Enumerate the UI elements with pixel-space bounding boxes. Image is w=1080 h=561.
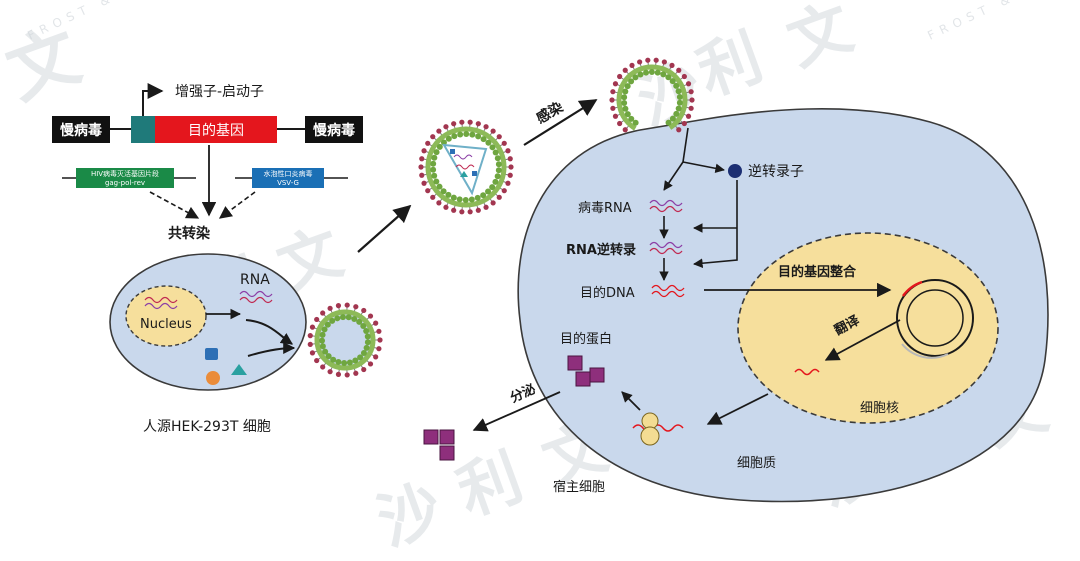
vector-construct: 增强子-启动子 慢病毒 目的基因 慢病毒 HIV病毒灭活基因片段 gag-pol…: [52, 83, 363, 242]
mrna: [794, 368, 820, 376]
reverse-transcriptase-label: 逆转录子: [748, 164, 804, 180]
target-gene-block: [155, 116, 277, 143]
enhancer-promoter-label: 增强子-启动子: [175, 84, 264, 100]
helper-gagpol-sub: gag-pol-rev: [105, 179, 145, 187]
target-dna-label: 目的DNA: [580, 285, 635, 301]
protein-circle: [206, 371, 220, 385]
viral-rna-label: 病毒RNA: [578, 201, 632, 216]
host-genome: [896, 279, 974, 357]
helper-gagpol-label: HIV病毒灭活基因片段: [91, 169, 159, 178]
ltr-right-block: [305, 116, 363, 143]
helper-vsvg-block: [252, 168, 324, 188]
host-cell-label: 宿主细胞: [553, 479, 605, 495]
rna-rt-label: RNA逆转录: [566, 242, 636, 258]
producer-rna-label: RNA: [240, 272, 270, 288]
protein-square: [205, 348, 218, 360]
helper-vsvg-label: 水泡性口炎病毒: [264, 169, 313, 178]
helper-vsvg-sub: VSV-G: [277, 179, 299, 187]
integration-label: 目的基因整合: [778, 264, 857, 280]
producer-nucleus-label: Nucleus: [140, 317, 192, 332]
producer-cell-caption: 人源HEK-293T 细胞: [143, 419, 271, 435]
promoter-arrow: [142, 83, 164, 117]
infect-label: 感染: [533, 98, 567, 127]
host-cell: 逆转录子 病毒RNA RNA逆转录 目的DNA 目的基因整合 翻译 细胞核: [472, 108, 1049, 503]
cytoplasm-label: 细胞质: [737, 456, 776, 471]
reverse-transcriptase-dot: [728, 164, 742, 178]
promoter-block: [131, 116, 155, 143]
target-protein-label: 目的蛋白: [560, 331, 612, 347]
producer-cell: Nucleus RNA 人源HEK-293T 细胞: [109, 253, 307, 435]
host-nucleus: [737, 232, 999, 424]
host-nucleus-label: 细胞核: [860, 401, 899, 416]
entering-virion: [609, 57, 695, 133]
free-virion: [418, 119, 514, 215]
secretion-label: 分泌: [508, 381, 538, 406]
protein-triangle: [231, 364, 247, 375]
protein-subunit: [575, 371, 591, 387]
producer-nucleus: [125, 285, 207, 347]
helper-gagpol-block: [76, 168, 174, 188]
cotransfect-label: 共转染: [168, 225, 211, 242]
ltr-right-label: 慢病毒: [313, 122, 355, 139]
ribosome-arrow: [621, 391, 641, 411]
budding-virion: [307, 302, 383, 378]
ltr-left-block: [52, 116, 110, 143]
secreted-protein: [423, 429, 455, 461]
watermark-char: 文: [778, 0, 861, 80]
watermark-char: 沙: [368, 470, 451, 560]
protein-subunit: [567, 355, 583, 371]
protein-subunit: [589, 367, 605, 383]
watermark-brand: FROST & SULLIVAN: [925, 0, 1080, 43]
integrated-gene: [901, 280, 923, 297]
watermark-char: 利: [448, 440, 531, 530]
ltr-left-label: 慢病毒: [60, 122, 102, 139]
target-gene-label: 目的基因: [188, 122, 244, 139]
